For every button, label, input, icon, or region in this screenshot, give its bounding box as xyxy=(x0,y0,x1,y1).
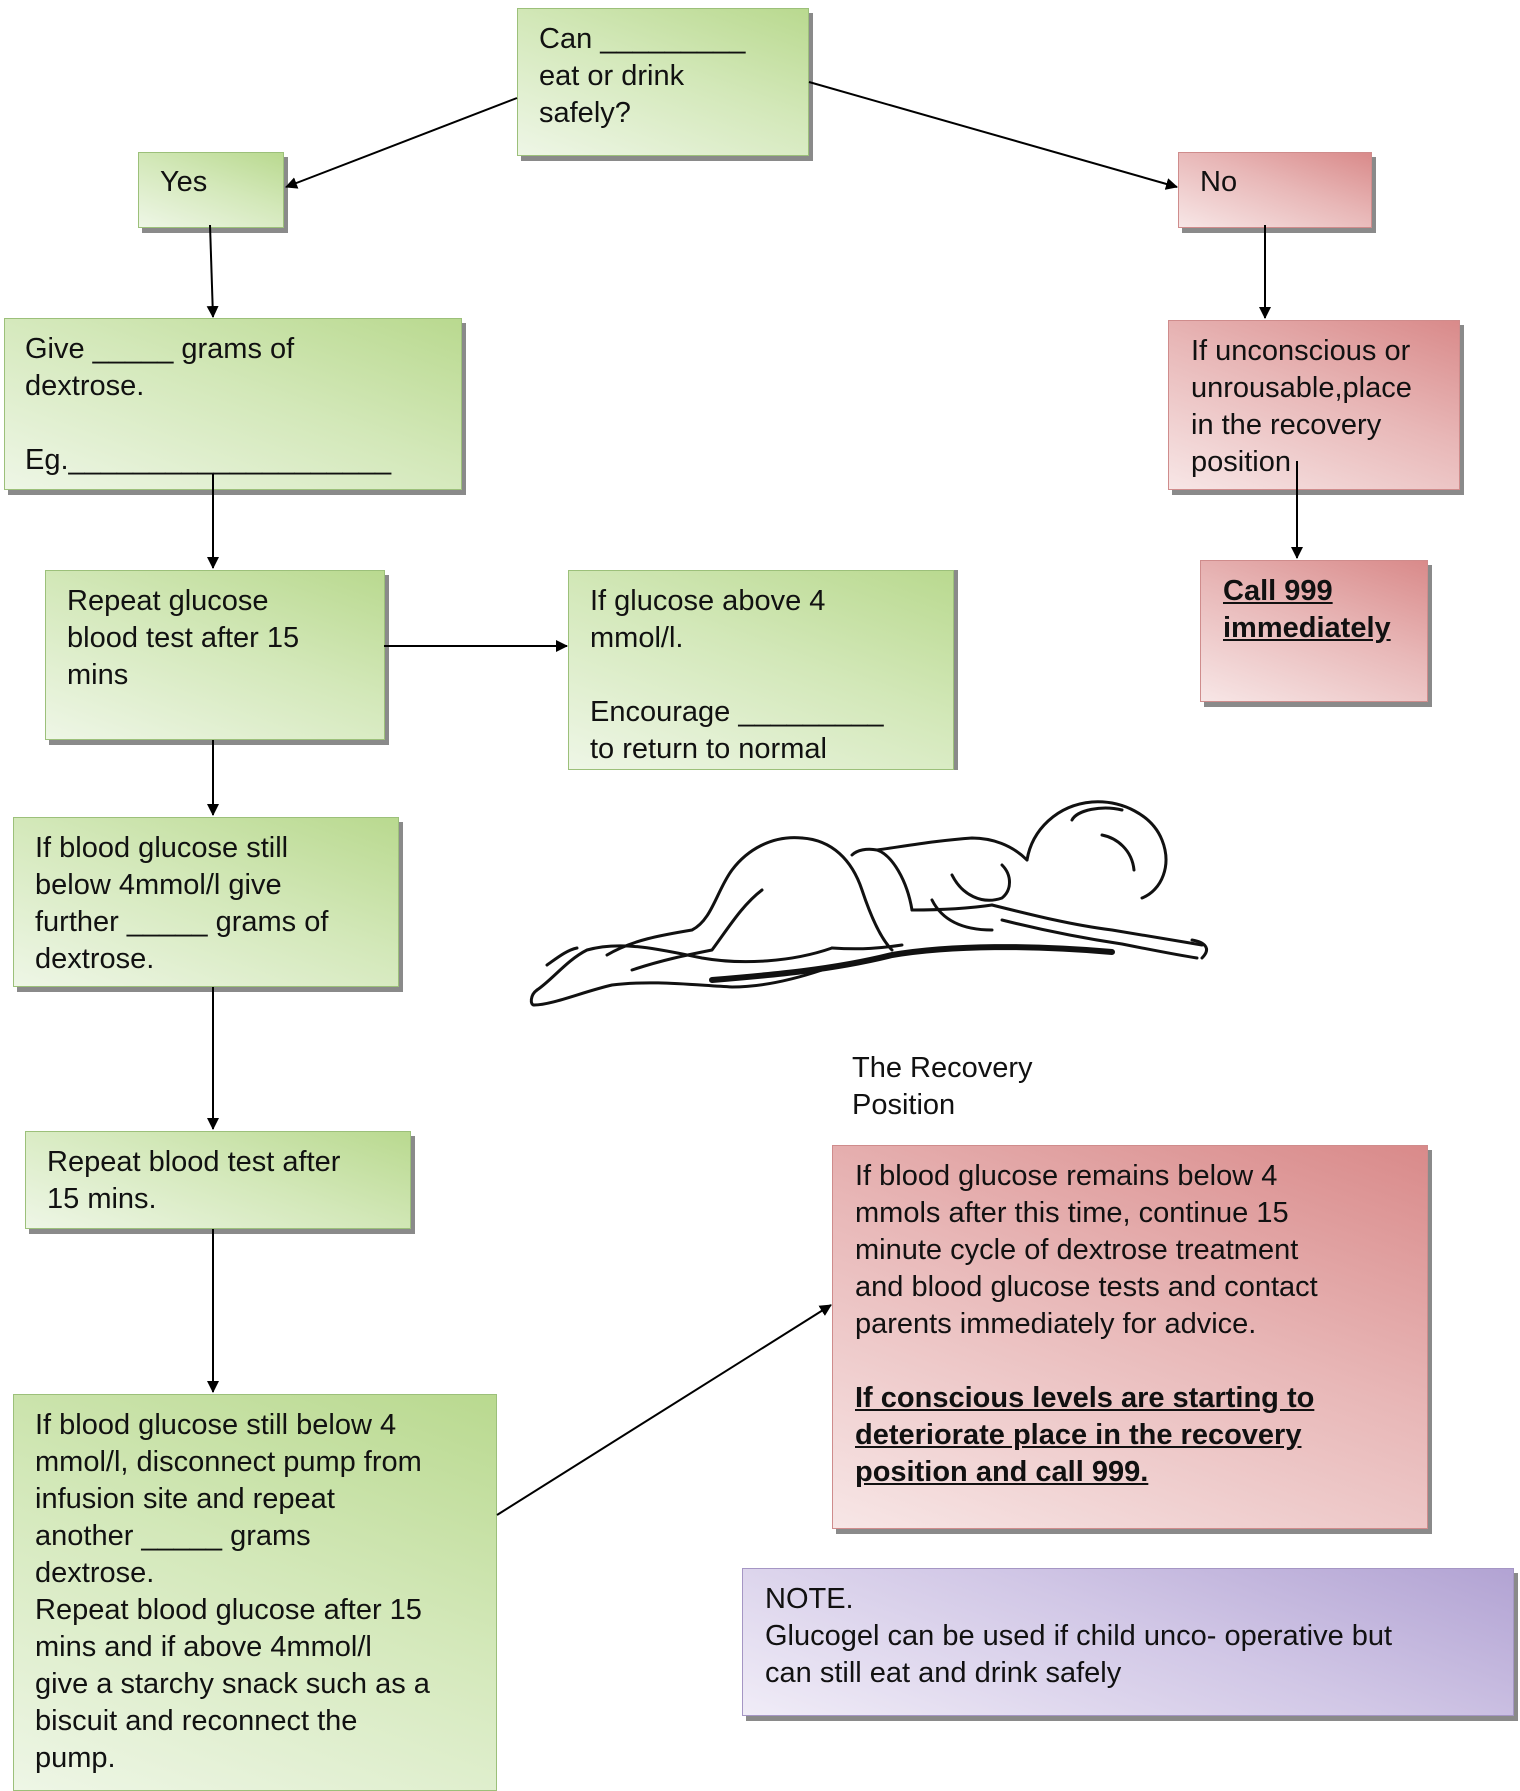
no-box: No xyxy=(1178,152,1372,228)
deteriorate-text: If conscious levels are starting to dete… xyxy=(855,1382,1315,1488)
repeat-test-box: Repeat glucose blood test after 15 mins xyxy=(45,570,385,740)
above-four-box: If glucose above 4 mmol/l. Encourage ___… xyxy=(568,570,954,770)
above-four-text: If glucose above 4 mmol/l. Encourage ___… xyxy=(590,585,884,765)
arrow-question-no xyxy=(808,81,1178,190)
arrow-question-yes xyxy=(285,97,518,189)
disconnect-pump-box: If blood glucose still below 4 mmol/l, d… xyxy=(13,1394,497,1791)
remains-below-text: If blood glucose remains below 4 mmols a… xyxy=(855,1160,1318,1340)
recovery-position-illustration xyxy=(512,780,1220,1030)
disconnect-pump-text: If blood glucose still below 4 mmol/l, d… xyxy=(35,1409,430,1774)
still-below-box: If blood glucose still below 4mmol/l giv… xyxy=(13,817,399,987)
yes-box: Yes xyxy=(138,152,284,228)
yes-text: Yes xyxy=(160,166,208,198)
note-text: NOTE. Glucogel can be used if child unco… xyxy=(765,1583,1393,1689)
arrow-disconnect-remains xyxy=(496,1304,832,1516)
no-text: No xyxy=(1200,166,1238,198)
question-text: Can _________ eat or drink safely? xyxy=(539,23,746,129)
repeat-after-box: Repeat blood test after 15 mins. xyxy=(25,1131,411,1229)
unconscious-box: If unconscious or unrousable,place in th… xyxy=(1168,320,1460,490)
still-below-text: If blood glucose still below 4mmol/l giv… xyxy=(35,832,329,975)
give-dextrose-text: Give _____ grams of dextrose. Eg._______… xyxy=(25,333,392,476)
repeat-after-text: Repeat blood test after 15 mins. xyxy=(47,1146,341,1215)
figure-caption: The Recovery Position xyxy=(852,1052,1033,1121)
repeat-test-text: Repeat glucose blood test after 15 mins xyxy=(67,585,300,691)
give-dextrose-box: Give _____ grams of dextrose. Eg._______… xyxy=(4,318,462,490)
call-999-text: Call 999 immediately xyxy=(1223,575,1391,644)
arrow-yes-give xyxy=(206,224,219,318)
question-box: Can _________ eat or drink safely? xyxy=(517,8,809,156)
remains-below-box: If blood glucose remains below 4 mmols a… xyxy=(832,1145,1428,1529)
unconscious-text: If unconscious or unrousable,place in th… xyxy=(1191,335,1412,478)
call-999-box: Call 999 immediately xyxy=(1200,560,1428,702)
note-box: NOTE. Glucogel can be used if child unco… xyxy=(742,1568,1514,1716)
